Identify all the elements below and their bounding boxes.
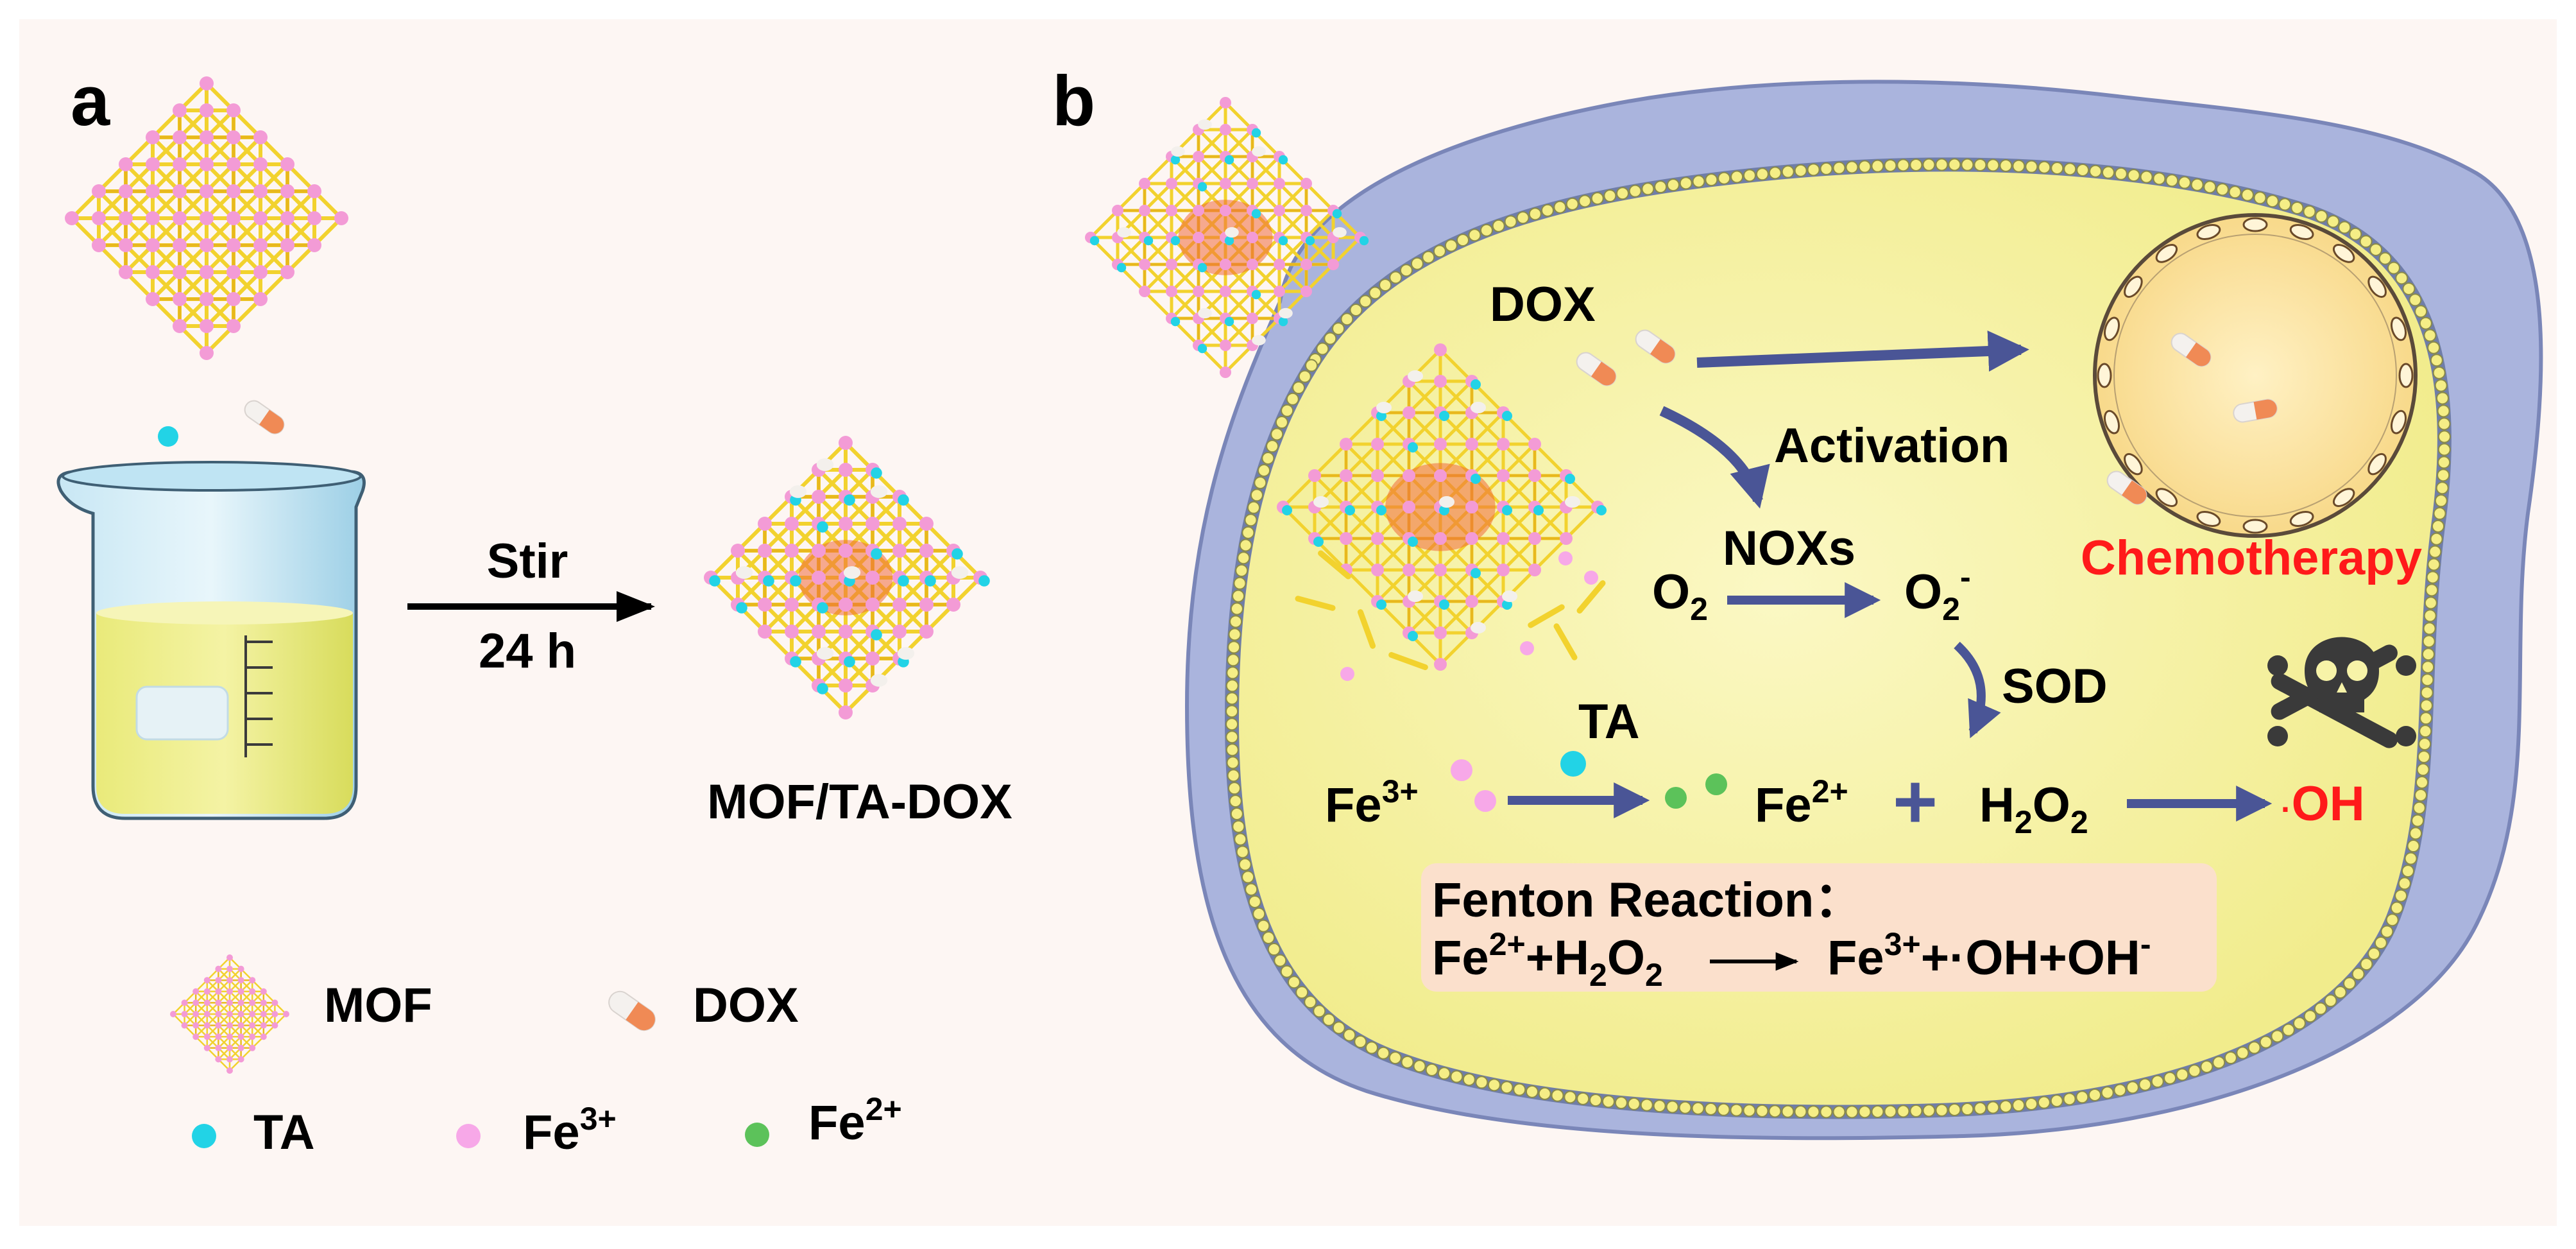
mof-degrading-icon: [1277, 343, 1607, 681]
h2o2-label: H2O2: [1979, 778, 2088, 840]
dox-capsule-icon: [2171, 332, 2212, 367]
legend-fe2-icon: [745, 1123, 769, 1147]
stir-label: Stir: [487, 534, 568, 589]
legend-ta-icon: [192, 1124, 216, 1148]
panel-b-letter: b: [1052, 62, 1095, 141]
time-label: 24 h: [479, 624, 576, 678]
ta-particle-icon: [1560, 751, 1586, 777]
dox-capsule-icon: [1635, 329, 1676, 364]
ta-particle-icon: [158, 426, 178, 447]
fenton-box: [1421, 863, 2217, 992]
plus-sign: +: [1893, 759, 1938, 845]
nucleus-icon: [2093, 213, 2418, 538]
fe2-particle-icon: [1705, 773, 1727, 795]
dox-capsule-icon: [1576, 352, 1617, 386]
fe3-particle-icon: [1474, 790, 1496, 812]
legend-mof-icon: [170, 954, 289, 1074]
fenton-title: Fenton Reaction：: [1432, 873, 1863, 927]
dox-capsule-icon: [244, 400, 285, 435]
fenton-reactants: Fe2++H2O2: [1432, 926, 1663, 993]
legend-mof-label: MOF: [324, 978, 432, 1033]
legend-fe3-label: Fe3+: [523, 1101, 617, 1160]
superoxide-label: O2-: [1904, 559, 1971, 627]
ta-label-cell: TA: [1578, 694, 1640, 749]
product-label: MOF/TA-DOX: [707, 775, 1012, 829]
legend-ta-label: TA: [253, 1105, 315, 1160]
legend-fe2-label: Fe2+: [808, 1091, 902, 1150]
dox-capsule-icon: [2233, 399, 2278, 423]
sod-label: SOD: [2002, 659, 2108, 714]
fe3-label: Fe3+: [1325, 773, 1419, 832]
fe2-label: Fe2+: [1755, 773, 1848, 832]
hydroxyl-radical-label: ·OH: [2281, 777, 2365, 831]
noxs-label: NOXs: [1723, 521, 1855, 576]
fenton-products: Fe3++·OH+OH-: [1827, 926, 2151, 985]
chemotherapy-label: Chemotherapy: [2081, 531, 2422, 585]
legend-dox-icon: [608, 990, 656, 1031]
activation-arrow: [1659, 406, 1770, 509]
mof-entering-cell-icon: [1085, 97, 1369, 378]
fe2-particle-icon: [1665, 787, 1687, 809]
legend-dox-label: DOX: [693, 978, 799, 1033]
dox-capsule-icon: [2106, 470, 2147, 505]
panel-a-letter: a: [71, 62, 110, 141]
sod-arrow: [1954, 641, 2001, 739]
cell-membrane: [1224, 157, 2452, 1119]
legend-fe3-icon: [456, 1124, 481, 1148]
beaker-icon: [56, 461, 366, 820]
o2-label: O2: [1652, 565, 1708, 627]
dox-label: DOX: [1490, 277, 1596, 332]
skull-crossbones-icon: [2267, 637, 2416, 748]
mof-crystal-icon: [65, 76, 348, 360]
mof-ta-dox-crystal-icon: [704, 436, 990, 719]
dox-to-nucleus-arrow: [1696, 331, 2029, 372]
fe3-particle-icon: [1451, 759, 1472, 781]
activation-label: Activation: [1774, 418, 2009, 473]
